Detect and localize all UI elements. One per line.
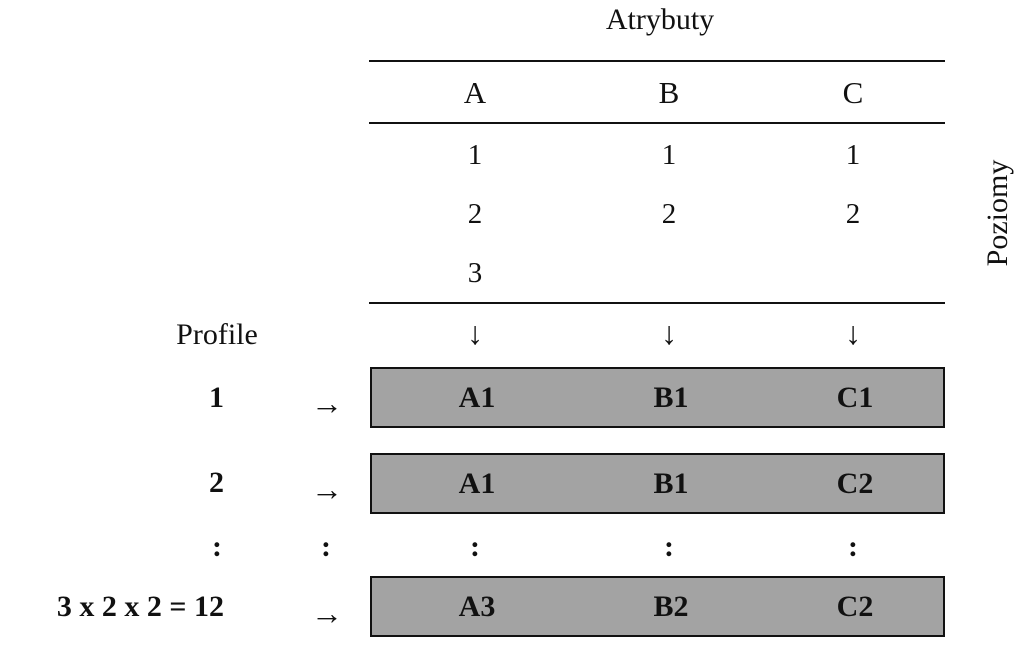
profile-ellipsis-attribute-b: : xyxy=(664,530,674,563)
profile-total-attribute-b-value: B2 xyxy=(653,590,689,623)
levels-bottom-rule xyxy=(369,302,945,304)
attribute-c-level-1: 1 xyxy=(845,139,861,171)
profile-total-attribute-a-value: A3 xyxy=(458,590,496,623)
attribute-a-down-arrow: ↓ xyxy=(467,315,483,351)
profile-total-label: 3 x 2 x 2 = 12 xyxy=(56,590,224,623)
levels-side-label: Poziomy xyxy=(981,159,1014,267)
profile-2-label: 2 xyxy=(209,466,224,499)
attribute-a-level-2: 2 xyxy=(467,198,483,230)
profile-total-arrow: → xyxy=(311,595,343,631)
profile-1-attribute-c-value: C1 xyxy=(836,381,874,414)
profile-ellipsis-attribute-c: : xyxy=(848,530,858,563)
profile-ellipsis-attribute-a: : xyxy=(470,530,480,563)
diagram-title: Atrybuty xyxy=(605,3,715,36)
attribute-a-level-1: 1 xyxy=(467,139,483,171)
profile-2-attribute-b-value: B1 xyxy=(653,467,689,500)
profile-1-attribute-a-value: A1 xyxy=(458,381,496,414)
attribute-a-level-3: 3 xyxy=(467,257,483,289)
profile-1-arrow: → xyxy=(311,385,343,421)
attribute-c-down-arrow: ↓ xyxy=(845,315,861,351)
profile-ellipsis-label: : xyxy=(212,530,222,563)
profile-1-label: 1 xyxy=(209,381,224,414)
profile-2-arrow: → xyxy=(311,471,343,507)
profile-2-attribute-a-value: A1 xyxy=(458,467,496,500)
profile-1-attribute-b-value: B1 xyxy=(653,381,689,414)
attribute-b-level-2: 2 xyxy=(661,198,677,230)
profiles-heading: Profile xyxy=(176,318,258,351)
attribute-b-header: B xyxy=(658,75,680,110)
profile-1-bar: A1 B1 C1 xyxy=(370,367,945,428)
attribute-c-level-2: 2 xyxy=(845,198,861,230)
header-top-rule xyxy=(369,60,945,62)
attribute-a-header: A xyxy=(463,75,487,110)
profile-2-attribute-c-value: C2 xyxy=(836,467,874,500)
attribute-b-down-arrow: ↓ xyxy=(661,315,677,351)
attribute-b-level-1: 1 xyxy=(661,139,677,171)
profile-2-bar: A1 B1 C2 xyxy=(370,453,945,514)
header-bottom-rule xyxy=(369,122,945,124)
profile-ellipsis-arrow: : xyxy=(321,530,331,563)
attribute-c-header: C xyxy=(842,75,864,110)
profile-total-bar: A3 B2 C2 xyxy=(370,576,945,637)
profile-total-attribute-c-value: C2 xyxy=(836,590,874,623)
